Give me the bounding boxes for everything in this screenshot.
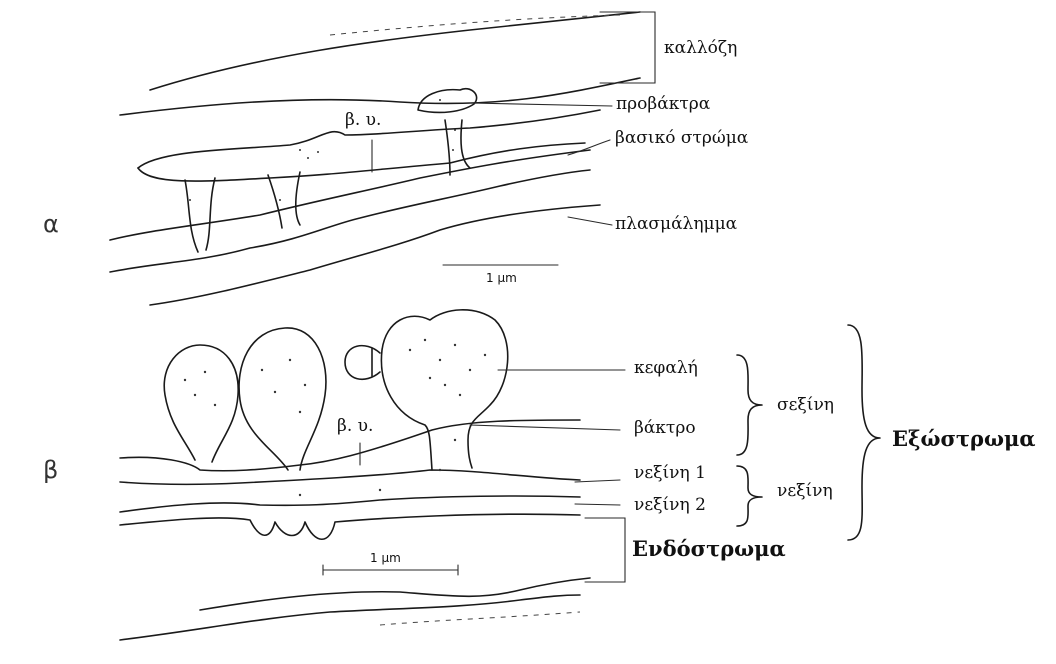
label-plasmalemma: πλασμάλημμα bbox=[615, 216, 737, 233]
label-callose: καλλόζη bbox=[664, 40, 737, 57]
tectum-bottom-line bbox=[138, 143, 585, 181]
label-nexine2: νεξίνη 2 bbox=[634, 497, 706, 514]
intine-bottom-line bbox=[120, 595, 580, 640]
foot-layer-leader bbox=[568, 140, 610, 155]
label-head: κεφαλή bbox=[634, 360, 698, 377]
stipple-b bbox=[184, 339, 486, 496]
label-probacula: προβάκτρα bbox=[616, 96, 710, 113]
nexine2-line bbox=[120, 496, 580, 512]
label-nexine1: νεξίνη 1 bbox=[634, 465, 706, 482]
clava-3-head bbox=[381, 310, 507, 470]
nexine1-leader bbox=[575, 480, 620, 482]
panel-letter-b: β bbox=[43, 458, 58, 482]
scale-bar-b bbox=[323, 565, 458, 575]
label-sexine: σεξίνη bbox=[777, 397, 834, 414]
brace-sexine bbox=[737, 355, 762, 455]
panel-letter-a: α bbox=[43, 212, 59, 236]
label-exine: Εξώστρωμα bbox=[892, 428, 1036, 449]
plasmalemma-upper-line bbox=[110, 170, 590, 272]
intine-bracket bbox=[585, 518, 625, 582]
nexine1-line bbox=[120, 470, 580, 484]
scale-label-a: 1 μm bbox=[486, 272, 517, 284]
clava-3-nub bbox=[345, 346, 380, 380]
baculum-leader bbox=[470, 425, 620, 430]
label-nexine: νεξίνη bbox=[777, 483, 833, 500]
plasmalemma-leader bbox=[568, 217, 612, 225]
label-bv-b: β. υ. bbox=[337, 418, 373, 435]
probacula-leader bbox=[470, 103, 612, 106]
label-bv-a: β. υ. bbox=[345, 112, 381, 129]
clava-2 bbox=[239, 328, 326, 470]
column-2 bbox=[268, 172, 300, 228]
label-intine: Ενδόστρωμα bbox=[632, 538, 786, 559]
nexine2-leader bbox=[575, 504, 620, 505]
panel-b-drawing bbox=[120, 310, 880, 640]
intine-top-line bbox=[200, 578, 590, 610]
cytoplasm-dash bbox=[380, 612, 580, 625]
label-foot-layer: βασικό στρώμα bbox=[615, 130, 748, 147]
column-1 bbox=[185, 178, 215, 252]
brace-nexine bbox=[737, 466, 762, 526]
label-baculum: βάκτρο bbox=[634, 420, 696, 437]
foot-layer-line bbox=[110, 150, 590, 240]
callose-top-line bbox=[150, 12, 640, 90]
panel-a-drawing bbox=[110, 12, 655, 305]
scale-label-b: 1 μm bbox=[370, 552, 401, 564]
brace-exine bbox=[848, 325, 880, 540]
probacula-head bbox=[418, 89, 477, 113]
callose-bracket bbox=[600, 12, 655, 83]
clava-1 bbox=[164, 345, 238, 462]
nexine-bottom-line bbox=[120, 514, 580, 539]
